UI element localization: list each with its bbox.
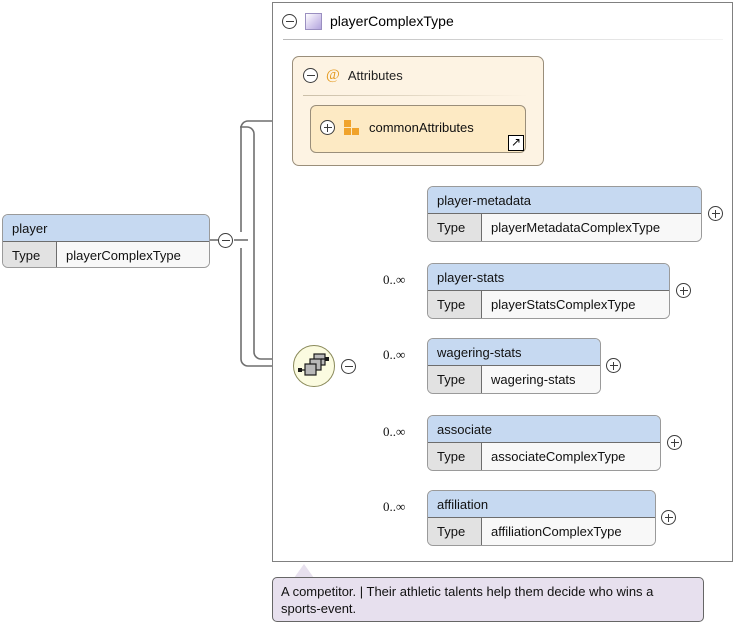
- sequence-icon[interactable]: [293, 345, 335, 387]
- element-type-row: Type playerStatsComplexType: [428, 291, 669, 318]
- toggle-collapse-sequence[interactable]: [341, 359, 356, 374]
- element-name: player-metadata: [428, 187, 701, 214]
- toggle-expand-affiliation[interactable]: [661, 510, 676, 525]
- complextype-icon: [305, 12, 322, 30]
- annotation-callout: A competitor. | Their athletic talents h…: [272, 577, 704, 622]
- toggle-collapse-player[interactable]: [218, 233, 233, 248]
- element-box-player-metadata[interactable]: player-metadata Type playerMetadataCompl…: [427, 186, 702, 242]
- type-key: Type: [428, 214, 482, 241]
- toggle-expand-commonattributes[interactable]: [320, 120, 335, 135]
- attribute-ref-row: commonAttributes: [320, 120, 474, 135]
- element-type-row: Type wagering-stats: [428, 366, 600, 393]
- element-name: affiliation: [428, 491, 655, 518]
- element-name: player: [3, 215, 209, 242]
- cardinality-player-stats: 0..∞: [383, 272, 406, 287]
- complextype-divider: [283, 39, 723, 40]
- type-key: Type: [428, 366, 482, 393]
- toggle-expand-player-stats[interactable]: [676, 283, 691, 298]
- sequence-glyph: [298, 353, 329, 376]
- complextype-title: playerComplexType: [330, 13, 454, 29]
- element-box-player[interactable]: player Type playerComplexType: [2, 214, 210, 268]
- element-type-row: Type associateComplexType: [428, 443, 660, 470]
- attributes-header: @ Attributes: [303, 68, 403, 83]
- cardinality-associate: 0..∞: [383, 424, 406, 439]
- cardinality-affiliation: 0..∞: [383, 499, 406, 514]
- attributes-label: Attributes: [347, 68, 403, 83]
- toggle-collapse-attributes[interactable]: [303, 68, 318, 83]
- element-type-row: Type playerComplexType: [3, 242, 209, 267]
- type-value: playerComplexType: [57, 242, 209, 267]
- toggle-expand-associate[interactable]: [667, 435, 682, 450]
- toggle-collapse-complextype[interactable]: [282, 13, 297, 29]
- at-sign-icon: @: [326, 67, 340, 83]
- element-name: wagering-stats: [428, 339, 600, 366]
- type-value: playerStatsComplexType: [482, 291, 669, 318]
- attribute-group-icon: [344, 120, 360, 135]
- toggle-expand-wagering-stats[interactable]: [606, 358, 621, 373]
- element-type-row: Type playerMetadataComplexType: [428, 214, 701, 241]
- type-key: Type: [428, 518, 482, 545]
- element-box-player-stats[interactable]: player-stats Type playerStatsComplexType: [427, 263, 670, 319]
- complextype-header: playerComplexType: [282, 8, 454, 34]
- element-box-wagering-stats[interactable]: wagering-stats Type wagering-stats: [427, 338, 601, 394]
- type-value: affiliationComplexType: [482, 518, 655, 545]
- cardinality-wagering-stats: 0..∞: [383, 347, 406, 362]
- attribute-ref-label: commonAttributes: [369, 120, 474, 135]
- type-key: Type: [3, 242, 57, 267]
- element-name: player-stats: [428, 264, 669, 291]
- type-value: playerMetadataComplexType: [482, 214, 701, 241]
- external-link-arrow-icon[interactable]: ↗: [508, 135, 524, 151]
- type-key: Type: [428, 443, 482, 470]
- attributes-group-box: @ Attributes commonAttributes ↗: [292, 56, 544, 166]
- type-value: wagering-stats: [482, 366, 600, 393]
- type-value: associateComplexType: [482, 443, 660, 470]
- attributes-divider: [303, 95, 528, 96]
- toggle-expand-player-metadata[interactable]: [708, 206, 723, 221]
- type-key: Type: [428, 291, 482, 318]
- attribute-group-ref-commonattributes[interactable]: commonAttributes ↗: [310, 105, 526, 153]
- element-box-affiliation[interactable]: affiliation Type affiliationComplexType: [427, 490, 656, 546]
- element-box-associate[interactable]: associate Type associateComplexType: [427, 415, 661, 471]
- element-type-row: Type affiliationComplexType: [428, 518, 655, 545]
- element-name: associate: [428, 416, 660, 443]
- annotation-pointer: [294, 564, 314, 578]
